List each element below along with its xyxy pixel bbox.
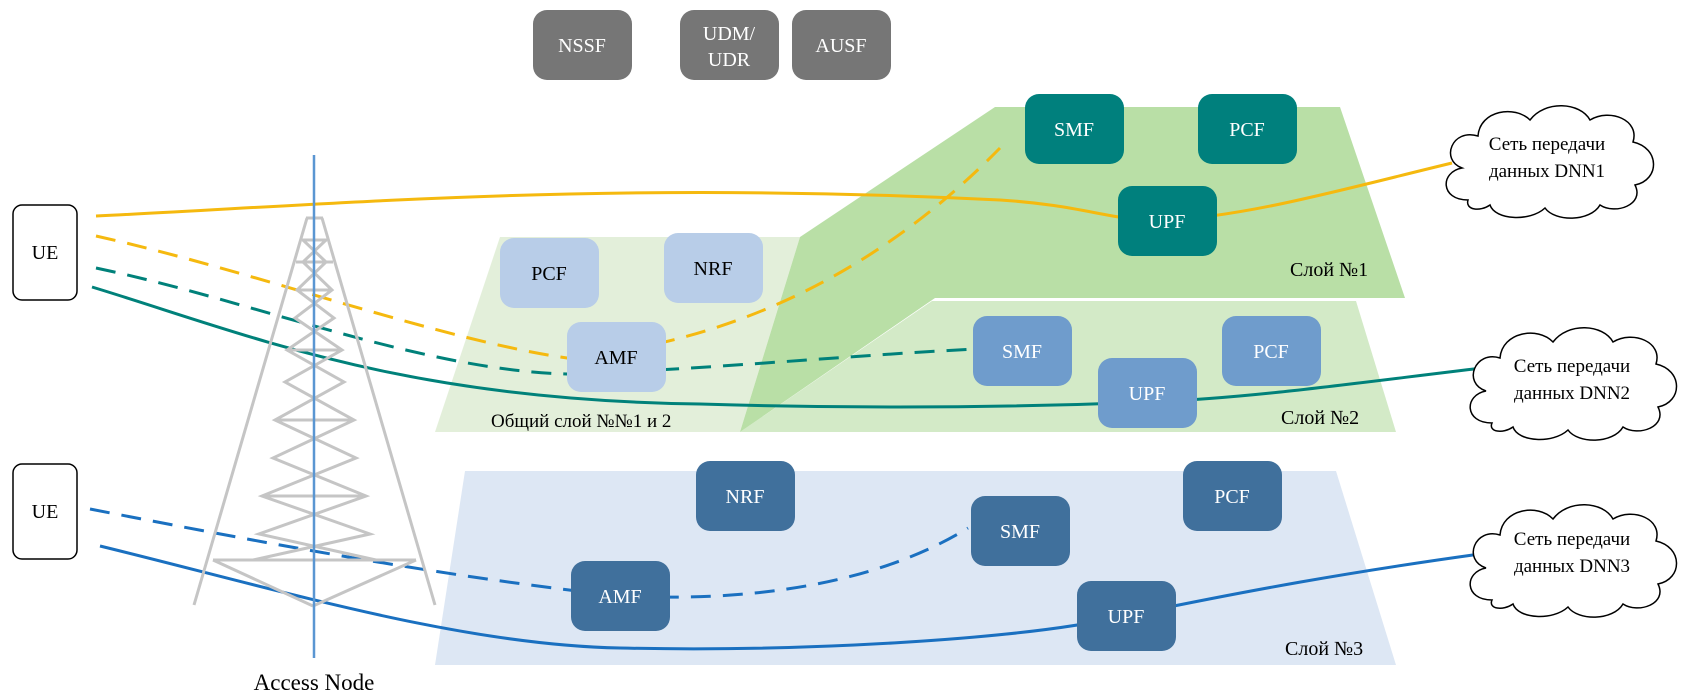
- nssf-label: NSSF: [558, 35, 606, 57]
- slice1-pcf-node: PCF: [1198, 94, 1297, 164]
- shared-layer-label: Общий слой №№1 и 2: [491, 411, 671, 432]
- shared-nrf-node: NRF: [664, 233, 763, 303]
- slice1-label: Слой №1: [1290, 259, 1368, 281]
- slice1-upf-label: UPF: [1149, 211, 1186, 233]
- slice3-pcf-label: PCF: [1214, 486, 1250, 508]
- ausf-label: AUSF: [815, 35, 866, 57]
- dnn1-cloud: Сеть передачи данных DNN1: [1445, 105, 1655, 219]
- slice1-plane: [740, 107, 1405, 432]
- slice3-amf-node: AMF: [571, 561, 670, 631]
- ue-top-label: UE: [32, 242, 59, 264]
- slice3-nrf-label: NRF: [726, 486, 765, 508]
- slice3-nrf-node: NRF: [696, 461, 795, 531]
- slice3-pcf-node: PCF: [1183, 461, 1282, 531]
- ue1-dashed-line-slice2: [95, 266, 976, 376]
- udm-label-line1: UDM/: [703, 23, 756, 45]
- slice2-label: Слой №2: [1281, 407, 1359, 429]
- shared-nrf-label: NRF: [694, 258, 733, 280]
- slice1-smf-node: SMF: [1025, 94, 1124, 164]
- dnn1-label-line1: Сеть передачи: [1489, 134, 1605, 155]
- slice2-smf-label: SMF: [1002, 341, 1042, 363]
- ue-bottom-label: UE: [32, 501, 59, 523]
- dnn2-cloud: Сеть передачи данных DNN2: [1469, 327, 1678, 441]
- shared-amf-label: AMF: [594, 347, 637, 369]
- slice2-upf-label: UPF: [1129, 383, 1166, 405]
- dnn2-label-line1: Сеть передачи: [1514, 356, 1630, 377]
- slice1-smf-label: SMF: [1054, 119, 1094, 141]
- slice3-upf-label: UPF: [1108, 606, 1145, 628]
- shared-pcf-label: PCF: [531, 263, 567, 285]
- slice3-upf-node: UPF: [1077, 581, 1176, 651]
- slice1-pcf-label: PCF: [1229, 119, 1265, 141]
- slice2-pcf-node: PCF: [1222, 316, 1321, 386]
- slice2-pcf-label: PCF: [1253, 341, 1289, 363]
- udm-udr-node: UDM/ UDR: [680, 10, 779, 80]
- dnn3-label-line1: Сеть передачи: [1514, 529, 1630, 550]
- dnn3-label-line2: данных DNN3: [1514, 556, 1630, 577]
- ue1-solid-line-slice1: [95, 161, 1453, 223]
- dnn2-label-line2: данных DNN2: [1514, 383, 1630, 404]
- slice3-smf-node: SMF: [971, 496, 1070, 566]
- slice2-smf-node: SMF: [973, 316, 1072, 386]
- ue1-solid-line-slice2: [91, 285, 1483, 409]
- shared-pcf-node: PCF: [500, 238, 599, 308]
- udm-label-line2: UDR: [708, 49, 751, 71]
- ue-bottom: UE: [12, 463, 78, 560]
- nssf-node: NSSF: [533, 10, 632, 80]
- access-node-label: Access Node: [254, 670, 375, 695]
- slice3-smf-label: SMF: [1000, 521, 1040, 543]
- dnn1-label-line2: данных DNN1: [1489, 161, 1605, 182]
- dnn3-cloud: Сеть передачи данных DNN3: [1469, 504, 1678, 618]
- ausf-node: AUSF: [792, 10, 891, 80]
- slice3-amf-label: AMF: [598, 586, 641, 608]
- slice3-label: Слой №3: [1285, 638, 1363, 660]
- slice2-upf-node: UPF: [1098, 358, 1197, 428]
- shared-amf-node: AMF: [567, 322, 666, 392]
- slice1-upf-node: UPF: [1118, 186, 1217, 256]
- ue2-solid-line-slice3: [99, 544, 1481, 651]
- ue-top: UE: [12, 204, 78, 301]
